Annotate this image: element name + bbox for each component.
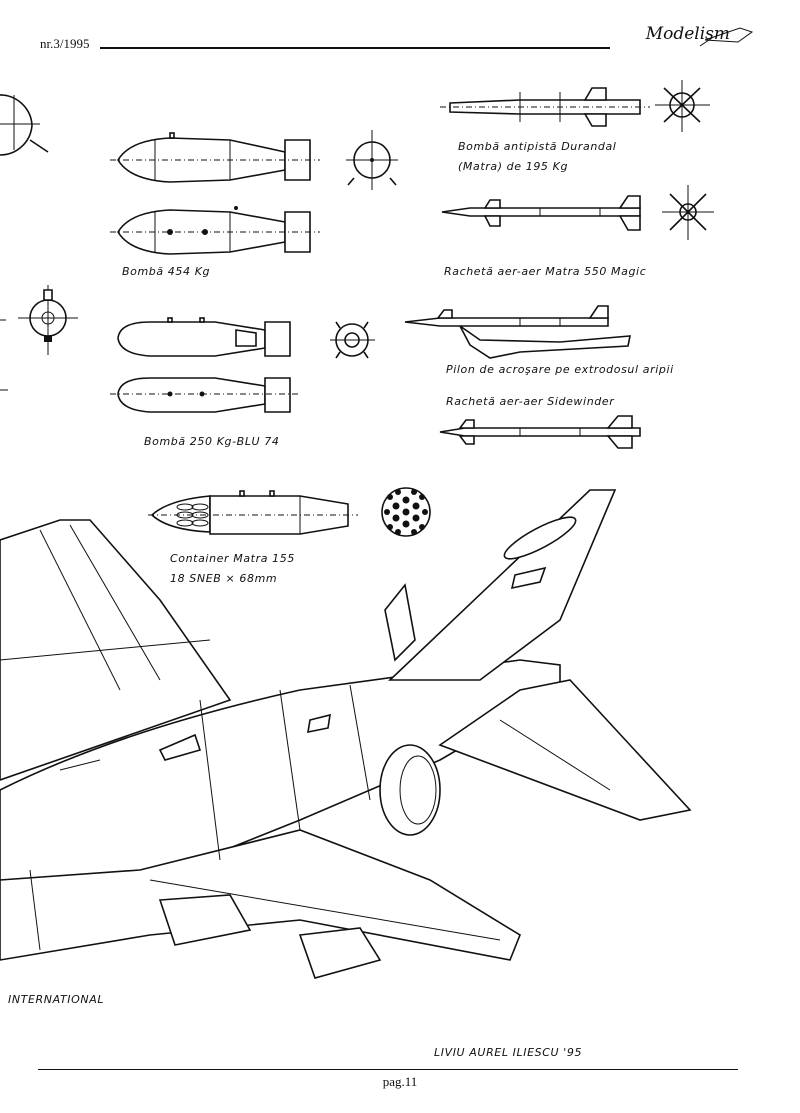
page-number: pag.11 xyxy=(382,1074,418,1089)
caption-durandal-line1: Bombă antipistă Durandal xyxy=(458,140,617,153)
durandal-side xyxy=(440,87,650,127)
rocket-container-side xyxy=(148,490,358,535)
caption-bomb-454: Bombă 454 Kg xyxy=(122,265,211,278)
partial-end-view-left xyxy=(0,285,78,391)
caption-durandal: Bombă antipistă Durandal (Matra) de 195 … xyxy=(458,137,616,177)
caption-pylon: Pilon de acroşare pe extrodosul aripii xyxy=(446,363,674,376)
caption-container: Container Matra 155 18 SNEB × 68mm xyxy=(170,549,295,589)
bomb-250-end xyxy=(330,321,375,359)
caption-bomb-250: Bombă 250 Kg-BLU 74 xyxy=(144,435,280,448)
magic-missile-side xyxy=(441,195,641,231)
sidewinder-side xyxy=(439,415,641,449)
footer-author: LIVIU AUREL ILIESCU '95 xyxy=(434,1046,583,1059)
issue-number: nr.3/1995 xyxy=(40,36,90,51)
bomb-454-end xyxy=(346,130,398,190)
caption-durandal-line2: (Matra) de 195 Kg xyxy=(458,160,569,173)
bomb-250-side xyxy=(117,317,291,357)
logo-rocket-icon xyxy=(699,27,754,47)
rocket-container-end xyxy=(381,487,431,537)
caption-container-line1: Container Matra 155 xyxy=(170,552,295,565)
durandal-end xyxy=(655,80,710,132)
aircraft-rear-view xyxy=(0,489,692,979)
bomb-454-side-2 xyxy=(110,206,320,255)
footer-rule xyxy=(38,1069,738,1070)
magic-missile-end xyxy=(662,185,714,240)
bomb-454-side xyxy=(110,132,320,183)
caption-magic-missile: Rachetă aer-aer Matra 550 Magic xyxy=(444,265,647,278)
header-rule xyxy=(100,47,610,49)
bomb-250-side-2 xyxy=(110,377,300,413)
caption-container-line2: 18 SNEB × 68mm xyxy=(170,572,278,585)
partial-circle-left-top xyxy=(0,94,49,156)
pylon-with-missile xyxy=(404,305,631,359)
caption-sidewinder: Rachetă aer-aer Sidewinder xyxy=(446,395,615,408)
footer-international: INTERNATIONAL xyxy=(8,993,105,1006)
